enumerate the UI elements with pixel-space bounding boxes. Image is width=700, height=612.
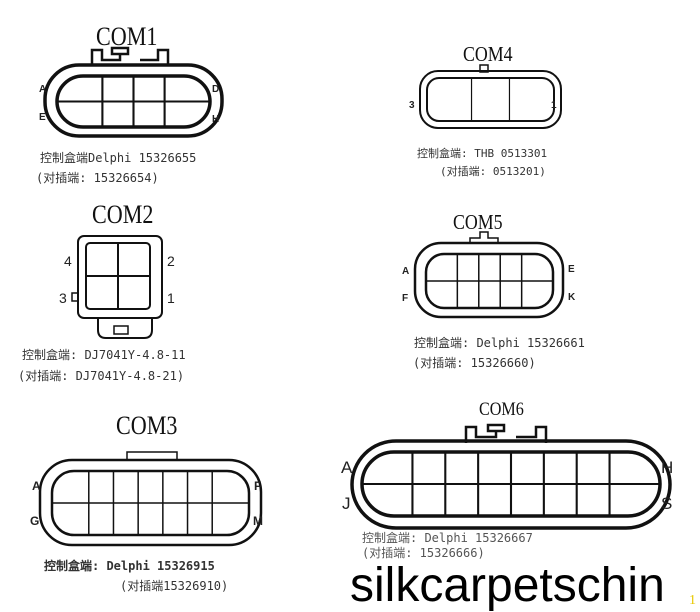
com2-mating: (对插端: DJ7041Y-4.8-21)	[18, 369, 185, 383]
com2-caption: 控制盒端: DJ7041Y-4.8-11	[22, 348, 186, 362]
com5-caption: 控制盒端: Delphi 15326661	[414, 336, 585, 350]
com4-pin-3: 3	[409, 100, 415, 111]
com6-pin-a: A	[341, 458, 353, 477]
com6-pin-h: H	[661, 458, 674, 477]
com1-pin-h: H	[212, 114, 220, 125]
com1-mating: (对插端: 15326654)	[36, 171, 159, 185]
com5-pin-e: E	[568, 264, 575, 275]
com3-pin-m: M	[253, 514, 263, 528]
com5-pin-f: F	[402, 293, 409, 304]
com4-inner-shell	[426, 77, 555, 122]
com5-outer-shell	[413, 241, 565, 319]
com2-tab-slot	[113, 325, 129, 335]
com1-latch	[90, 46, 170, 66]
com6-outer-shell	[350, 439, 672, 530]
watermark: silkcarpetschin	[350, 559, 665, 612]
com3-pin-a: A	[32, 479, 41, 493]
com5-pin-a: A	[402, 266, 410, 277]
com6-title: COM6	[479, 399, 524, 420]
com6-caption: 控制盒端: Delphi 15326667	[362, 531, 533, 545]
com1-pin-e: E	[39, 112, 46, 123]
com3-pin-f: F	[254, 479, 262, 493]
com3-mating: (对插端15326910)	[120, 579, 229, 593]
corner-mark: 1	[689, 593, 696, 608]
com3-pin-g: G	[30, 514, 40, 528]
com2-bottom-tab	[97, 318, 153, 339]
com6-pin-j: J	[342, 494, 351, 513]
com3-caption: 控制盒端: Delphi 15326915	[44, 559, 215, 573]
com1-pin-a: A	[39, 84, 47, 95]
com4-mating: (对插端: 0513201)	[440, 165, 546, 178]
com2-pin-1: 1	[167, 290, 175, 306]
com1-title: COM1	[96, 22, 158, 51]
com2-pin-3: 3	[59, 290, 67, 306]
com3-outer-shell	[38, 458, 263, 547]
com2-outer-shell	[77, 235, 163, 319]
com2-pin-4: 4	[64, 253, 72, 269]
com4-caption: 控制盒端: THB 0513301	[417, 147, 548, 160]
com4-outer-shell	[419, 70, 562, 129]
com5-latch	[469, 231, 499, 244]
com5-pin-k: K	[568, 292, 576, 303]
com6-pin-s: S	[661, 494, 673, 513]
com3-title: COM3	[116, 411, 178, 440]
com5-title: COM5	[453, 210, 503, 234]
com4-title: COM4	[463, 42, 513, 66]
com4-pin-1: 1	[551, 100, 557, 111]
com1-caption: 控制盒端Delphi 15326655	[40, 151, 197, 165]
com5-mating: (对插端: 15326660)	[413, 356, 536, 370]
com2-side-clip	[71, 292, 79, 302]
com1-outer-shell	[43, 63, 224, 138]
com6-mating: (对插端: 15326666)	[362, 546, 485, 560]
com6-latch	[464, 423, 548, 443]
com1-pin-d: D	[212, 84, 220, 95]
com2-pin-2: 2	[167, 253, 175, 269]
com2-title: COM2	[92, 200, 154, 229]
